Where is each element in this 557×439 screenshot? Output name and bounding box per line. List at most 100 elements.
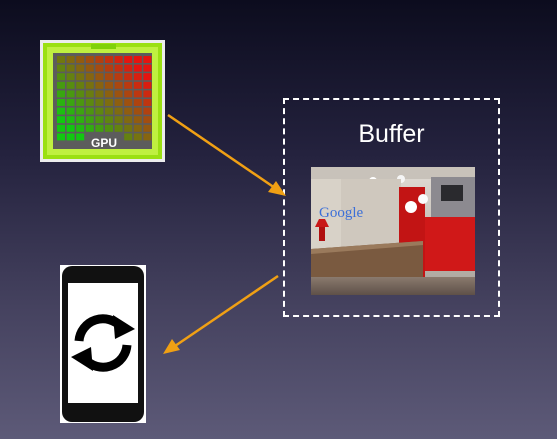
gpu-cell <box>133 124 142 132</box>
gpu-cell <box>76 133 85 141</box>
gpu-cell <box>114 90 123 98</box>
gpu-cell <box>143 99 152 106</box>
gpu-cell <box>105 90 113 98</box>
gpu-cell <box>95 116 104 124</box>
gpu-cell <box>66 107 75 115</box>
gpu-cell <box>133 73 142 81</box>
gpu-cell <box>57 90 65 98</box>
gpu-cell <box>85 56 94 63</box>
gpu-cell <box>124 99 133 106</box>
gpu-cell <box>114 64 123 72</box>
gpu-cell <box>95 107 104 115</box>
gpu-cell <box>66 73 75 81</box>
gpu-cell <box>76 124 85 132</box>
gpu-cell <box>66 124 75 132</box>
gpu-cell <box>76 107 85 115</box>
gpu-cell <box>85 81 94 89</box>
buffer-image: Google <box>311 167 475 295</box>
buffer-box: Buffer <box>283 98 500 317</box>
gpu-cell <box>95 56 104 63</box>
gpu-cell <box>124 64 133 72</box>
gpu-cell <box>133 116 142 124</box>
gpu-cell <box>66 56 75 63</box>
gpu-cell <box>133 56 142 63</box>
gpu-cell <box>57 116 65 124</box>
gpu-cell <box>57 99 65 106</box>
gpu-cell <box>124 81 133 89</box>
gpu-cell <box>105 64 113 72</box>
gpu-cell <box>76 64 85 72</box>
gpu-cell <box>124 124 133 132</box>
gpu-cell <box>105 56 113 63</box>
gpu-cell <box>57 56 65 63</box>
gpu-cell <box>57 124 65 132</box>
gpu-cell <box>114 56 123 63</box>
gpu-cell <box>95 73 104 81</box>
refresh-icon <box>71 314 135 372</box>
gpu-cell <box>66 116 75 124</box>
gpu-cell <box>85 116 94 124</box>
phone-screen <box>68 283 138 403</box>
gpu-cell <box>76 99 85 106</box>
gpu-cell <box>124 90 133 98</box>
gpu-cell <box>85 90 94 98</box>
gpu-cell <box>114 116 123 124</box>
gpu-cell <box>105 124 113 132</box>
gpu-cell <box>124 116 133 124</box>
gpu-cell <box>66 90 75 98</box>
gpu-cell <box>143 73 152 81</box>
gpu-cell <box>57 81 65 89</box>
gpu-cell <box>124 133 133 141</box>
gpu-cell <box>57 64 65 72</box>
gpu-cell <box>57 73 65 81</box>
gpu-cell <box>76 73 85 81</box>
gpu-cell <box>114 107 123 115</box>
gpu-cell <box>133 107 142 115</box>
gpu-cell <box>143 90 152 98</box>
google-logo-text: Google <box>319 205 364 221</box>
gpu-cell <box>85 99 94 106</box>
gpu-cell <box>143 81 152 89</box>
gpu-cell <box>114 99 123 106</box>
gpu-to-buffer-arrow <box>167 113 286 196</box>
gpu-cell <box>114 124 123 132</box>
gpu-cell <box>95 90 104 98</box>
gpu-cell <box>76 81 85 89</box>
gpu-chip-icon: GPU <box>40 40 165 162</box>
gpu-cell <box>133 99 142 106</box>
gpu-cell <box>95 99 104 106</box>
gpu-cell <box>76 116 85 124</box>
gpu-cell <box>85 107 94 115</box>
gpu-cell <box>66 133 75 141</box>
gpu-cell <box>76 56 85 63</box>
gpu-cell <box>143 124 152 132</box>
gpu-cell <box>133 90 142 98</box>
gpu-cell <box>105 107 113 115</box>
gpu-cell <box>57 133 65 141</box>
gpu-cell <box>133 81 142 89</box>
gpu-cell <box>57 107 65 115</box>
gpu-cell <box>85 73 94 81</box>
gpu-cell <box>66 81 75 89</box>
gpu-cell <box>105 73 113 81</box>
phone-icon <box>60 265 146 423</box>
gpu-cell <box>95 64 104 72</box>
gpu-cell <box>124 56 133 63</box>
gpu-cell <box>114 73 123 81</box>
gpu-label: GPU <box>91 136 117 150</box>
gpu-cell <box>143 107 152 115</box>
gpu-cell <box>105 81 113 89</box>
gpu-cell <box>124 107 133 115</box>
gpu-cell <box>133 64 142 72</box>
gpu-cell <box>95 124 104 132</box>
gpu-cell <box>143 133 152 141</box>
gpu-cell <box>76 90 85 98</box>
gpu-cell <box>85 124 94 132</box>
gpu-cell <box>143 56 152 63</box>
buffer-title: Buffer <box>358 120 425 148</box>
gpu-cell <box>66 99 75 106</box>
gpu-cell <box>114 81 123 89</box>
gpu-cell <box>143 64 152 72</box>
gpu-cell <box>124 73 133 81</box>
gpu-cell <box>105 116 113 124</box>
